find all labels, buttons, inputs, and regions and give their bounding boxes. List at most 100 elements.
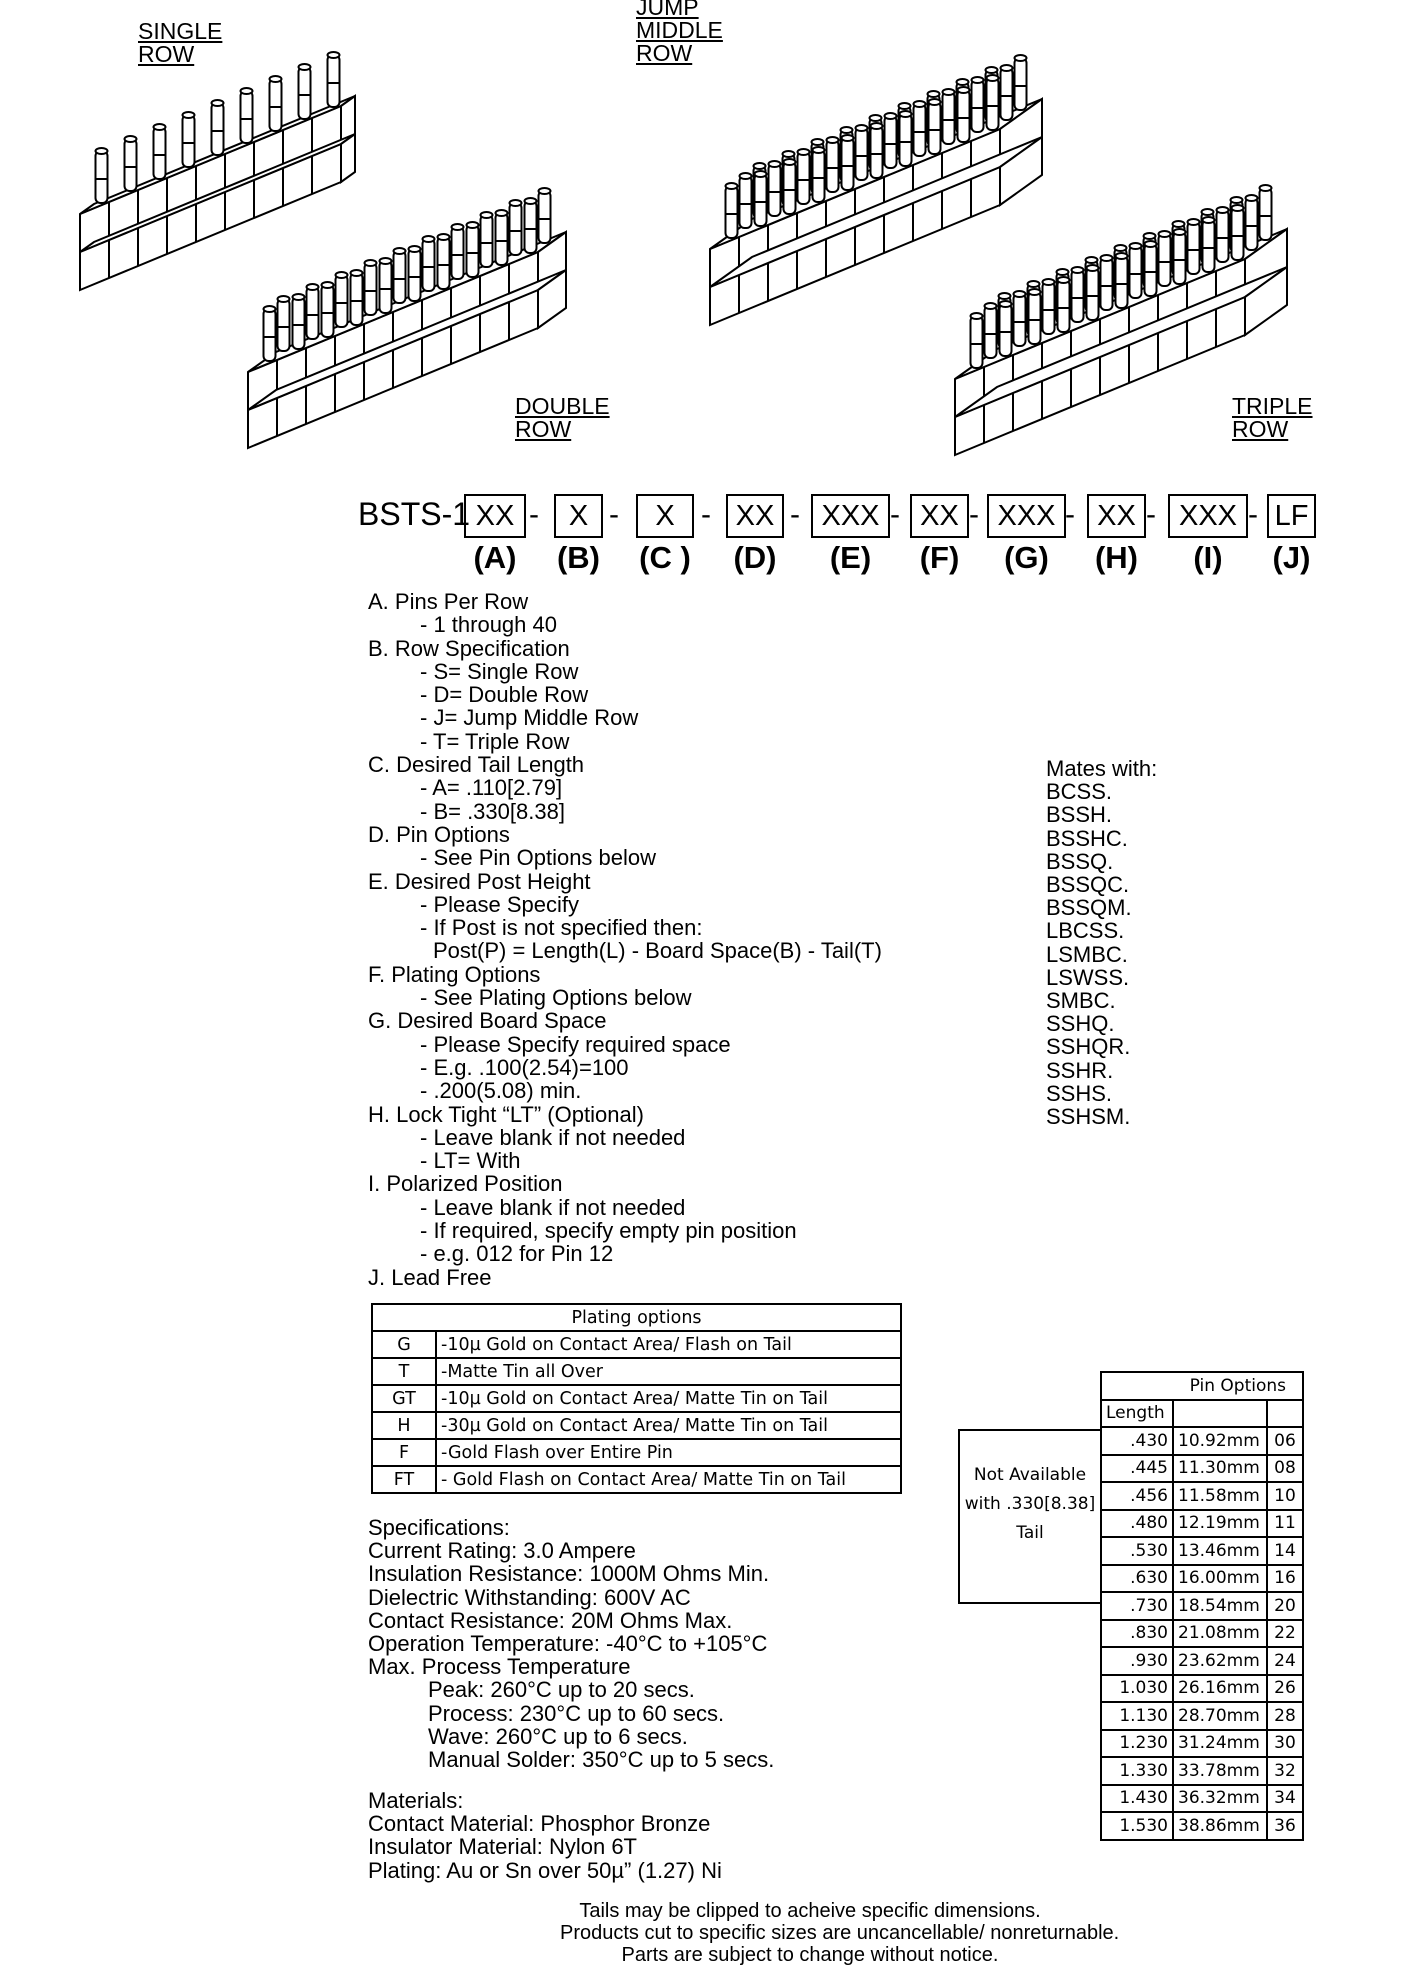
pin-length-mm: 26.16mm <box>1172 1673 1268 1703</box>
plating-code: GT <box>371 1384 437 1413</box>
pin-length-mm: 21.08mm <box>1172 1618 1268 1648</box>
plating-code: H <box>371 1411 437 1440</box>
mate-part-number: SSHS. <box>1046 1080 1113 1106</box>
part-field-box: X <box>636 494 694 538</box>
part-field-letter: (G) <box>1004 540 1049 575</box>
plating-code: F <box>371 1438 437 1467</box>
plating-code: FT <box>371 1465 437 1494</box>
mate-part-number: SSHQR. <box>1046 1034 1131 1060</box>
mate-part-number: BSSHC. <box>1046 825 1128 851</box>
single-row-connector <box>79 51 356 292</box>
material-line: Plating: Au or Sn over 50µ” (1.27) Ni <box>368 1857 722 1883</box>
footer-line: Products cut to specific sizes are uncan… <box>560 1922 1120 1944</box>
part-separator: - <box>790 498 800 531</box>
not-available-note: Not Available with .330[8.38] Tail <box>958 1429 1100 1604</box>
option-heading: C. Desired Tail Length <box>368 752 585 778</box>
pin-option-code: 30 <box>1266 1728 1304 1758</box>
part-number-prefix: BSTS-1 <box>358 496 471 532</box>
spec-line: Dielectric Withstanding: 600V AC <box>368 1584 691 1610</box>
option-item: - Leave blank if not needed <box>420 1124 686 1150</box>
pin-length-inch: .445 <box>1100 1453 1174 1483</box>
option-item: - If Post is not specified then: <box>420 915 703 941</box>
option-item: - E.g. .100(2.54)=100 <box>420 1054 629 1080</box>
part-field-box: XXX <box>811 494 890 538</box>
option-heading: A. Pins Per Row <box>368 589 529 614</box>
part-field-letter: (E) <box>829 540 872 575</box>
option-heading: I. Polarized Position <box>368 1171 563 1197</box>
pin-option-code: 26 <box>1266 1673 1304 1703</box>
part-field-box: XXX <box>1168 494 1248 538</box>
single-row-connector-drawing <box>79 51 1288 457</box>
pin-length-mm: 28.70mm <box>1172 1701 1268 1731</box>
option-item: - Leave blank if not needed <box>420 1194 686 1220</box>
part-field-box: XX <box>910 494 969 538</box>
mate-part-number: LBCSS. <box>1046 918 1125 944</box>
pin-option-code: 11 <box>1266 1508 1304 1538</box>
plating-description: -Matte Tin all Over <box>435 1357 902 1386</box>
mate-part-number: SSHQ. <box>1046 1011 1115 1037</box>
part-field-letter: (J) <box>1272 540 1311 575</box>
option-item: - If required, specify empty pin positio… <box>420 1218 797 1244</box>
mate-part-number: LSWSS. <box>1046 964 1130 990</box>
process-temp-line: Peak: 260°C up to 20 secs. <box>428 1677 695 1703</box>
part-field-box: XX <box>1087 494 1146 538</box>
mate-part-number: BSSQC. <box>1046 872 1130 898</box>
part-separator: - <box>529 498 539 531</box>
plating-description: -10µ Gold on Contact Area/ Matte Tin on … <box>435 1384 902 1413</box>
footer-line: Parts are subject to change without noti… <box>621 1944 999 1966</box>
pin-option-code: 24 <box>1266 1646 1304 1676</box>
pin-length-mm: 12.19mm <box>1172 1508 1268 1538</box>
spec-line: Operation Temperature: -40°C to +105°C <box>368 1631 768 1657</box>
pin-length-inch: .430 <box>1100 1426 1174 1456</box>
option-item: - 1 through 40 <box>420 612 557 638</box>
plating-row: G-10µ Gold on Contact Area/ Flash on Tai… <box>371 1330 902 1359</box>
part-field-box: XX <box>726 494 784 538</box>
option-item: - J= Jump Middle Row <box>420 705 639 731</box>
mate-part-number: SSHR. <box>1046 1057 1114 1083</box>
pin-length-inch: .480 <box>1100 1508 1174 1538</box>
pin-length-inch: .530 <box>1100 1536 1174 1566</box>
jump-middle-row-connector <box>709 54 1043 327</box>
process-temp-line: Manual Solder: 350°C up to 5 secs. <box>428 1747 775 1773</box>
pin-option-code: 20 <box>1266 1591 1304 1621</box>
plating-description: -10µ Gold on Contact Area/ Flash on Tail <box>435 1330 902 1359</box>
part-field-box: X <box>554 494 603 538</box>
pin-length-mm: 33.78mm <box>1172 1756 1268 1786</box>
specifications-title: Specifications: <box>368 1515 510 1540</box>
pin-length-inch: .930 <box>1100 1646 1174 1676</box>
option-item: - Please Specify <box>420 891 579 917</box>
mates-with-title: Mates with: <box>1046 756 1158 781</box>
pin-length-mm: 31.24mm <box>1172 1728 1268 1758</box>
option-heading: F. Plating Options <box>368 961 541 987</box>
pin-length-inch: .830 <box>1100 1618 1174 1648</box>
pin-option-code: 36 <box>1266 1811 1304 1841</box>
mate-part-number: BSSH. <box>1046 802 1113 828</box>
option-heading: G. Desired Board Space <box>368 1008 607 1034</box>
part-field-letter: (C ) <box>639 540 691 575</box>
triple-row-connector <box>954 184 1288 457</box>
footer-line: Tails may be clipped to acheive specific… <box>579 1900 1041 1922</box>
part-field-box: LF <box>1267 494 1316 538</box>
part-separator: - <box>1065 498 1075 531</box>
pin-option-code: 22 <box>1266 1618 1304 1648</box>
option-heading: E. Desired Post Height <box>368 868 591 894</box>
option-item: - .200(5.08) min. <box>420 1078 582 1104</box>
part-separator: - <box>969 498 979 531</box>
pin-option-code: 32 <box>1266 1756 1304 1786</box>
